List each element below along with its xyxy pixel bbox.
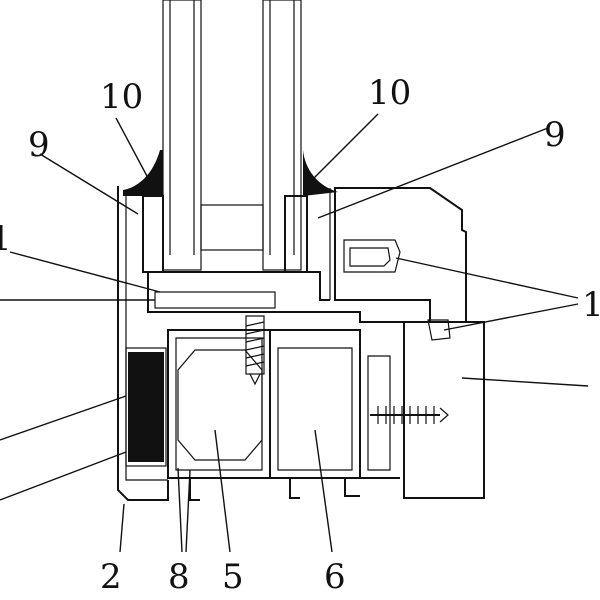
label-10-right: 10 bbox=[368, 73, 411, 113]
label-2: 2 bbox=[100, 557, 122, 597]
label-5: 5 bbox=[222, 557, 244, 597]
label-9-left: 9 bbox=[28, 125, 50, 165]
label-8: 8 bbox=[168, 557, 190, 597]
screw-top bbox=[245, 315, 265, 386]
wood-sash bbox=[334, 187, 467, 323]
label-10-left: 10 bbox=[100, 77, 143, 117]
glass-panes bbox=[162, 0, 302, 271]
label-6: 6 bbox=[324, 557, 346, 597]
glazing-seals bbox=[142, 195, 308, 273]
sealant-beads bbox=[123, 150, 338, 196]
foam-strip bbox=[154, 291, 276, 309]
insulation-strip bbox=[128, 352, 164, 462]
leader-lines bbox=[0, 113, 589, 553]
wood-frame bbox=[403, 321, 485, 499]
label-1-left: 1 bbox=[0, 219, 12, 259]
label-1-right: 1 bbox=[582, 285, 600, 325]
screw-right bbox=[370, 406, 449, 424]
label-9-right: 9 bbox=[544, 115, 566, 155]
callout-labels: 10 9 10 9 1 1 2 8 5 6 bbox=[0, 73, 600, 597]
frame-profile bbox=[117, 186, 430, 501]
